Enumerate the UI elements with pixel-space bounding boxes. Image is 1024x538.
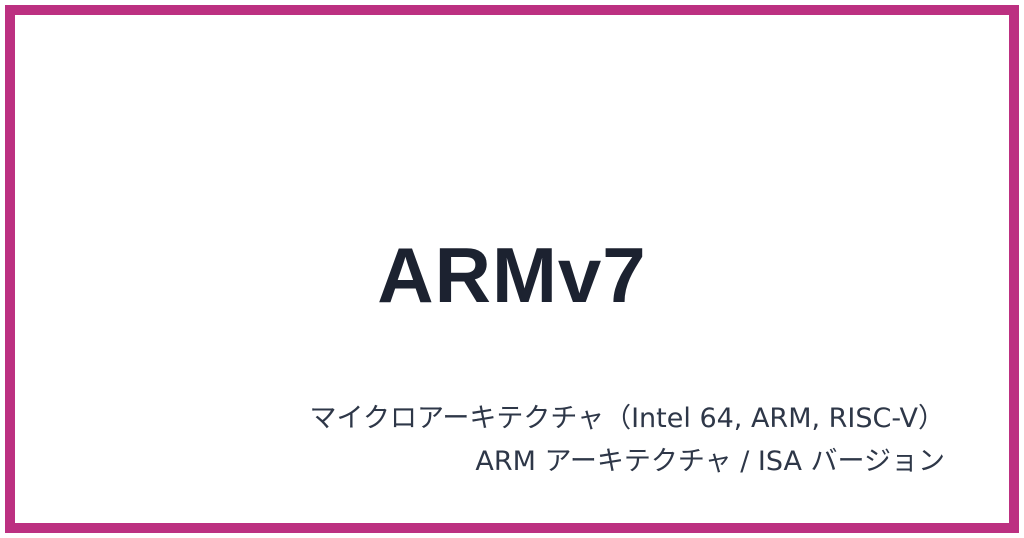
- title-card-frame: ARMv7 マイクロアーキテクチャ（Intel 64, ARM, RISC-V）…: [5, 5, 1019, 533]
- page-title: ARMv7: [377, 231, 647, 319]
- subtitle-block: マイクロアーキテクチャ（Intel 64, ARM, RISC-V） ARM ア…: [310, 397, 945, 483]
- subcategory-line: ARM アーキテクチャ / ISA バージョン: [475, 446, 945, 477]
- category-line: マイクロアーキテクチャ（Intel 64, ARM, RISC-V）: [309, 403, 945, 434]
